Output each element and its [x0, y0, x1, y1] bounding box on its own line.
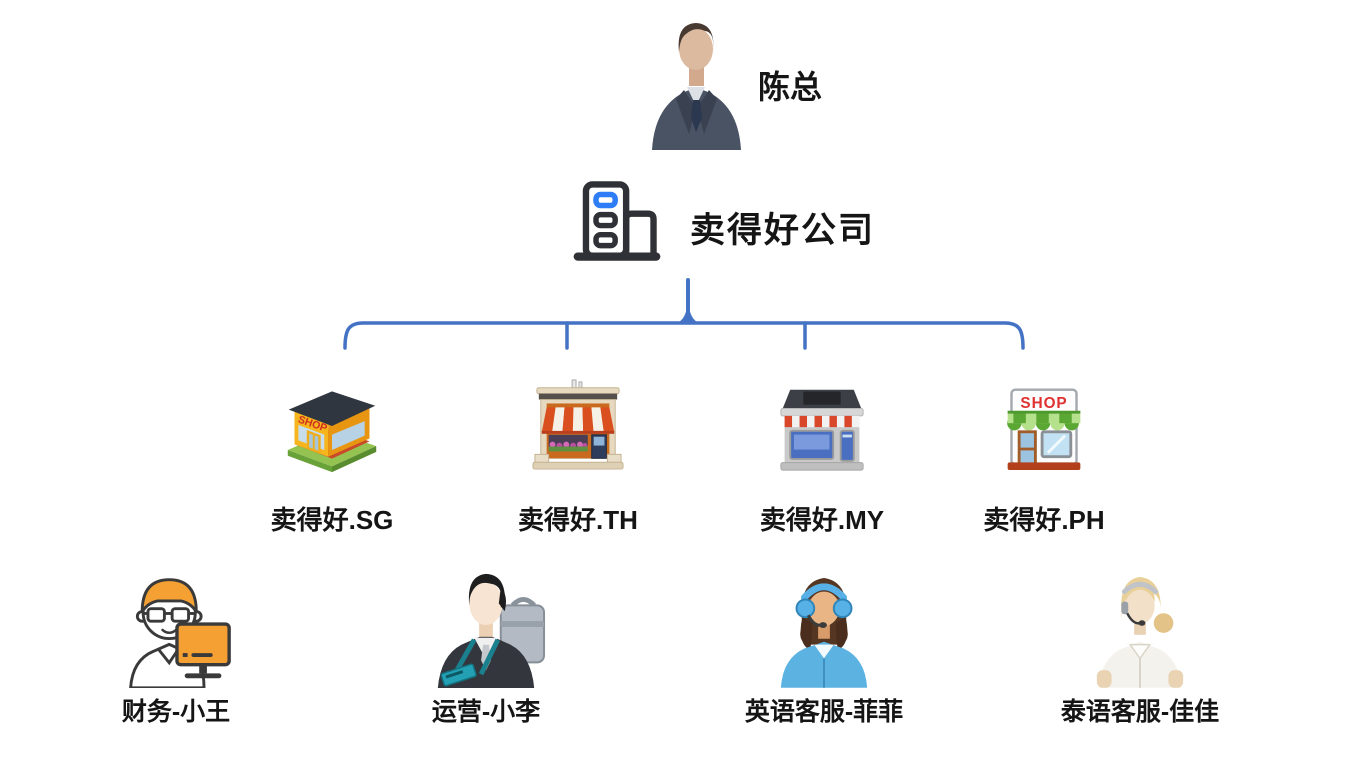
staff-label-operations: 运营-小李	[431, 698, 541, 726]
staff-node-finance: 财务-小王	[46, 558, 306, 728]
org-connector	[343, 278, 1025, 350]
shop-sg-icon-box: SHOP	[282, 376, 382, 472]
finance-icon-box	[119, 558, 233, 688]
thai-support-icon-box	[1089, 558, 1191, 688]
staff-node-operations: 运营-小李	[356, 558, 616, 728]
shop-label-ph: 卖得好.PH	[983, 505, 1105, 535]
shop-sg-icon: SHOP	[287, 391, 377, 472]
company-node: 卖得好公司	[573, 179, 875, 263]
shop-node-sg: SHOP 卖得好.SG	[222, 376, 442, 537]
company-label: 卖得好公司	[690, 210, 876, 250]
shop-ph-icon-box: SHOP	[1000, 376, 1088, 472]
shop-th-icon	[532, 379, 624, 470]
staff-label-thai-support: 泰语客服-佳佳	[1060, 698, 1220, 726]
agent-blue-headset-icon	[780, 577, 868, 688]
staff-label-english-support: 英语客服-菲菲	[744, 698, 904, 726]
businessman-briefcase-icon	[437, 573, 546, 688]
shop-th-icon-box	[529, 376, 627, 472]
shop-node-ph: SHOP 卖得好.PH	[934, 376, 1154, 537]
office-building-icon	[573, 181, 661, 261]
staff-node-english-support: 英语客服-菲菲	[694, 558, 954, 728]
boss-label: 陈总	[758, 69, 823, 105]
operations-icon-box	[426, 558, 546, 688]
boss-node: 陈总	[643, 14, 822, 150]
shop-my-icon-box	[777, 376, 867, 472]
shop-node-my: 卖得好.MY	[712, 376, 932, 537]
shop-label-sg: 卖得好.SG	[270, 505, 394, 535]
shop-node-th: 卖得好.TH	[468, 376, 688, 537]
shop-my-icon	[780, 389, 864, 471]
staff-label-finance: 财务-小王	[121, 698, 231, 726]
english-support-icon-box	[773, 558, 875, 688]
shop-label-th: 卖得好.TH	[518, 505, 638, 535]
shop-label-my: 卖得好.MY	[759, 505, 885, 535]
shop-sign-text: SHOP	[1020, 395, 1067, 412]
agent-gray-headset-icon	[1096, 576, 1184, 688]
staff-node-thai-support: 泰语客服-佳佳	[1010, 558, 1270, 728]
shop-ph-icon: SHOP	[1007, 388, 1081, 471]
businessman-avatar-icon	[652, 23, 741, 150]
accountant-person-icon	[129, 578, 231, 688]
